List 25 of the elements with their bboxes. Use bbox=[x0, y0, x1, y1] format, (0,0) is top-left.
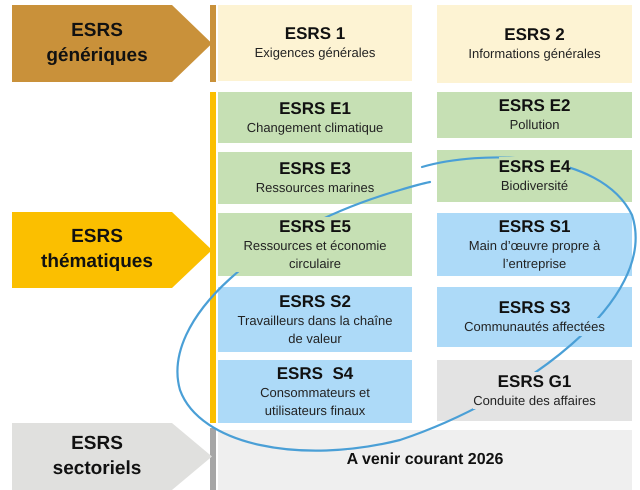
standard-title: Conduite des affaires bbox=[473, 392, 596, 410]
category-chevron bbox=[12, 423, 212, 490]
standard-title: Exigences générales bbox=[254, 44, 376, 62]
category-label: ESRS génériques bbox=[45, 18, 149, 68]
standard-box bbox=[437, 5, 632, 83]
standard-title: Communautés affectées bbox=[464, 318, 605, 336]
standard-box bbox=[218, 430, 632, 490]
category-label: ESRS sectoriels bbox=[52, 432, 142, 480]
standard-box bbox=[218, 213, 412, 276]
standard-box bbox=[437, 92, 632, 138]
category-chevron bbox=[12, 212, 212, 288]
standard-box bbox=[437, 213, 632, 276]
standard-code: ESRS G1 bbox=[498, 372, 572, 392]
standard-box bbox=[437, 287, 632, 347]
standard-box bbox=[218, 92, 412, 143]
standard-box bbox=[437, 360, 632, 421]
standard-box bbox=[437, 150, 632, 202]
standard-box bbox=[218, 5, 412, 81]
category-chevron bbox=[12, 5, 212, 82]
standard-box bbox=[218, 360, 412, 423]
standard-box bbox=[218, 152, 412, 204]
standard-title: Informations générales bbox=[468, 45, 601, 63]
standard-box bbox=[218, 287, 412, 352]
category-label: ESRS thématiques bbox=[40, 225, 154, 274]
standard-code: ESRS E5 bbox=[279, 216, 351, 238]
